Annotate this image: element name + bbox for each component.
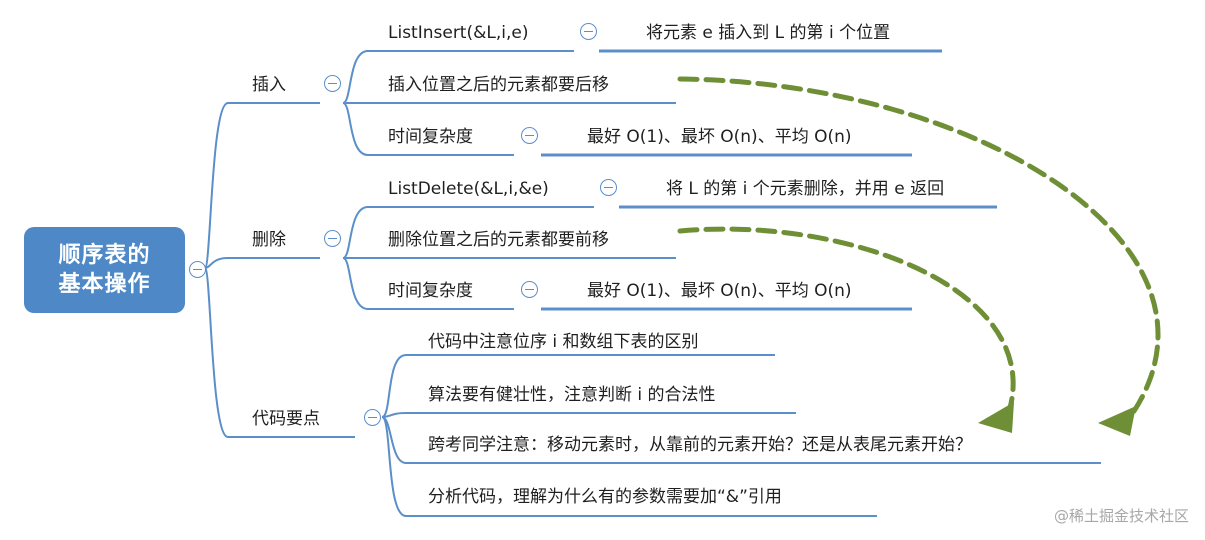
collapse-insert-complexity-icon[interactable] (521, 127, 538, 144)
collapse-delete-complexity-icon[interactable] (521, 281, 538, 298)
collapse-delete-signature-icon[interactable] (600, 179, 617, 196)
collapse-root-icon[interactable] (189, 261, 206, 278)
root-title-line1: 顺序表的 (58, 243, 151, 268)
branch-code-label: 代码要点 (252, 409, 320, 429)
root-title-line2: 基本操作 (58, 272, 151, 297)
insert-complexity-label: 时间复杂度 (388, 127, 473, 147)
branch-insert-label: 插入 (252, 75, 286, 95)
collapse-insert-signature-icon[interactable] (580, 23, 597, 40)
collapse-code-icon[interactable] (364, 409, 381, 426)
arrow-delete-shift (677, 226, 1016, 411)
branch-delete-label: 删除 (252, 230, 286, 250)
collapse-delete-icon[interactable] (324, 230, 341, 247)
arrow-insert-shift (677, 76, 1161, 423)
arrow-head-delete (978, 402, 1014, 433)
root-node[interactable]: 顺序表的 基本操作 (24, 227, 185, 313)
delete-complexity-detail: 最好 O(1)、最坏 O(n)、平均 O(n) (587, 281, 852, 301)
insert-signature-detail: 将元素 e 插入到 L 的第 i 个位置 (646, 23, 891, 43)
connector-root-insert (204, 102, 320, 269)
insert-complexity-detail: 最好 O(1)、最坏 O(n)、平均 O(n) (587, 127, 852, 147)
insert-signature: ListInsert(&L,i,e) (388, 23, 529, 43)
connector-root-code (204, 267, 355, 438)
delete-signature-detail: 将 L 的第 i 个元素删除，并用 e 返回 (666, 179, 945, 199)
code-point-2: 算法要有健壮性，注意判断 i 的合法性 (428, 385, 716, 405)
code-point-3: 跨考同学注意：移动元素时，从靠前的元素开始？还是从表尾元素开始？ (428, 435, 972, 455)
collapse-insert-icon[interactable] (324, 75, 341, 92)
code-point-1: 代码中注意位序 i 和数组下表的区别 (428, 332, 699, 352)
arrow-head-insert (1098, 406, 1136, 436)
delete-signature: ListDelete(&L,i,&e) (388, 179, 549, 199)
code-point-4: 分析代码，理解为什么有的参数需要加“&”引用 (428, 487, 782, 507)
delete-complexity-label: 时间复杂度 (388, 281, 473, 301)
insert-shift-note: 插入位置之后的元素都要后移 (388, 75, 609, 95)
watermark: @稀土掘金技术社区 (1053, 507, 1189, 525)
delete-shift-note: 删除位置之后的元素都要前移 (388, 230, 609, 250)
connector-root-delete (204, 257, 320, 269)
